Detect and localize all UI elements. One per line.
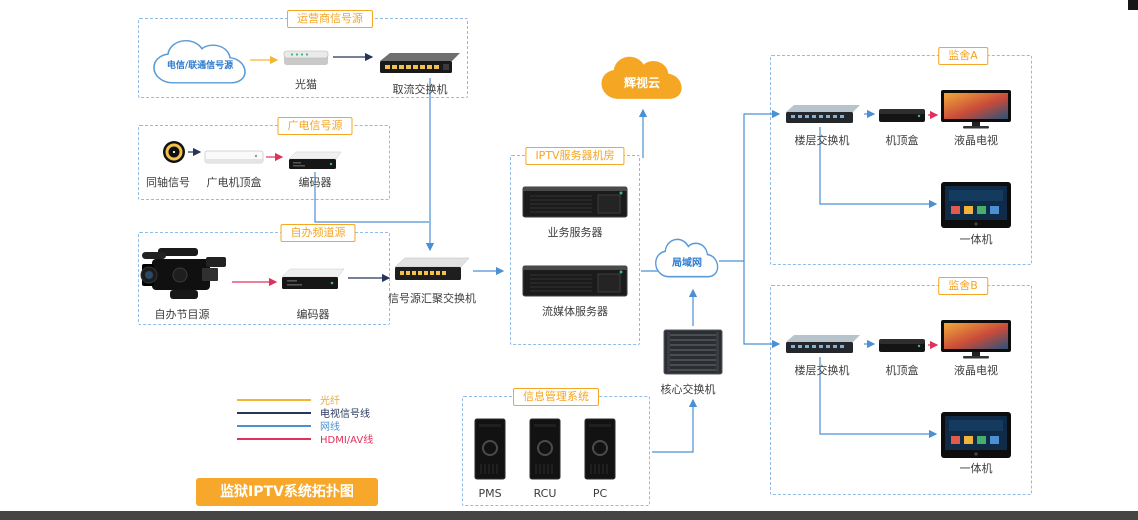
legend-item-tv-signal: 电视信号线 [237,405,370,420]
pms-tower-icon [474,418,506,480]
stb-b-icon [878,336,926,354]
screen-edge-bottom [0,511,1138,520]
broadcast-encoder-icon [287,148,343,172]
stream-server-label: 流媒体服务器 [542,305,608,318]
floor-switch-b-icon [784,332,862,356]
legend-item-ethernet: 网线 [237,418,340,433]
stream-switch-icon [378,50,462,76]
optical-modem-label: 光猫 [295,78,317,91]
lan-cloud-icon [653,237,721,283]
aggregation-switch-label: 信号源汇聚交换机 [388,292,476,305]
legend-line-hdmi [237,437,311,440]
stream-server-icon [522,262,628,300]
group-label-operator: 运营商信号源 [287,10,373,28]
camera-icon [140,246,228,304]
business-server-icon [522,183,628,221]
aio-a-label: 一体机 [959,233,993,246]
self-source-label: 自办节目源 [154,308,210,321]
pms-label: PMS [478,487,502,500]
self-encoder-icon [280,264,346,292]
optical-modem-icon [283,47,329,67]
tv-b-icon [941,320,1011,360]
stb-a-icon [878,106,926,124]
aio-b-icon [941,412,1011,458]
coax-signal-label: 同轴信号 [146,176,190,189]
lan-cloud-label: 局域网 [672,258,702,269]
telecom-cloud-label: 电信/联通信号源 [166,61,234,71]
floor-switch-a-icon [784,102,862,126]
self-encoder-label: 编码器 [296,308,330,321]
rcu-tower-icon [529,418,561,480]
legend-item-fiber: 光纤 [237,392,340,407]
legend-item-hdmi: HDMI/AV线 [237,431,373,446]
group-label-broadcast: 广电信号源 [277,117,353,135]
tv-a-icon [941,90,1011,130]
screen-edge-corner [1128,0,1138,10]
aggregation-switch-icon [393,254,471,284]
group-label-self-channel: 自办频道源 [280,224,356,242]
core-switch-label: 核心交换机 [660,383,716,396]
legend-line-fiber [237,398,311,401]
broadcast-encoder-label: 编码器 [298,176,332,189]
group-box-cell-b [770,285,1032,495]
group-label-cell-a: 监舍A [938,47,988,65]
aio-a-icon [941,182,1011,228]
tv-b-label: 液晶电视 [954,364,998,377]
tv-a-label: 液晶电视 [954,134,998,147]
legend-label-tv-signal: 电视信号线 [320,409,370,420]
legend-line-ethernet [237,424,311,427]
floor-switch-b-label: 楼层交换机 [794,364,850,377]
group-label-iptv-room: IPTV服务器机房 [525,147,625,165]
legend-label-hdmi: HDMI/AV线 [320,435,374,446]
group-label-info-system: 信息管理系统 [513,388,599,406]
business-server-label: 业务服务器 [547,226,603,239]
rcu-label: RCU [533,487,557,500]
floor-switch-a-label: 楼层交换机 [794,134,850,147]
broadcast-stb-label: 广电机顶盒 [206,176,262,189]
aio-b-label: 一体机 [959,462,993,475]
legend-label-fiber: 光纤 [320,396,340,407]
group-box-broadcast [138,125,390,200]
group-box-cell-a [770,55,1032,265]
huishi-cloud-icon [598,54,686,106]
legend-line-tv-signal [237,411,311,414]
telecom-cloud-icon [150,38,250,90]
legend-label-ethernet: 网线 [320,422,340,433]
pc-tower-icon [584,418,616,480]
coax-signal-icon [162,140,186,164]
group-label-cell-b: 监舍B [938,277,988,295]
stb-a-label: 机顶盒 [885,134,919,147]
diagram-title: 监狱IPTV系统拓扑图 [196,478,378,506]
huishi-cloud-label: 辉视云 [623,76,660,90]
stb-b-label: 机顶盒 [885,364,919,377]
pc-label: PC [592,487,608,500]
core-switch-icon [662,328,724,376]
broadcast-stb-icon [204,148,264,166]
stream-switch-label: 取流交换机 [392,83,448,96]
